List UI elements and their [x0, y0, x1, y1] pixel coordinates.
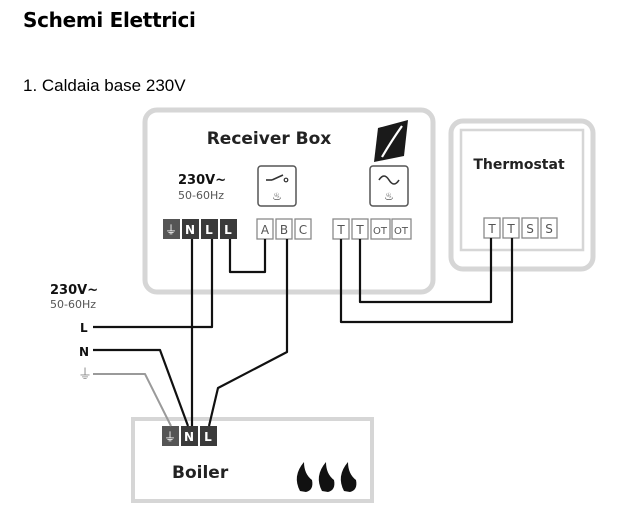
thermostat-title: Thermostat	[473, 157, 565, 173]
svg-text:A: A	[261, 223, 270, 237]
boiler-terminal-n	[181, 426, 198, 446]
boiler-terminal-block: ⏚ N L	[162, 426, 217, 446]
svg-text:L: L	[224, 223, 232, 237]
wire-mains-n	[93, 348, 190, 427]
mains-frequency: 50-60Hz	[50, 298, 96, 311]
relay-switch-icon: ♨	[257, 165, 297, 207]
svg-text:N: N	[184, 430, 194, 444]
svg-text:T: T	[355, 223, 364, 237]
receiver-supply-frequency: 50-60Hz	[178, 189, 224, 202]
receiver-terminal-c	[294, 218, 312, 240]
page-title: Schemi Elettrici	[23, 8, 196, 32]
mains-line-earth: ⏚	[78, 367, 92, 383]
svg-text:B: B	[280, 223, 288, 237]
svg-text:T: T	[336, 223, 345, 237]
wire-t-to-thermostat-t1	[358, 238, 493, 304]
svg-text:♨: ♨	[272, 190, 282, 203]
brand-logo-icon	[374, 120, 408, 162]
mains-voltage: 230V~	[50, 283, 98, 298]
svg-text:S: S	[545, 222, 553, 236]
svg-text:S: S	[526, 222, 534, 236]
receiver-terminal-ot1	[370, 218, 391, 240]
svg-text:L: L	[204, 430, 212, 444]
svg-text:L: L	[205, 223, 213, 237]
mains-line-n: N	[79, 345, 89, 359]
opentherm-icon: ♨	[369, 165, 409, 207]
svg-text:OT: OT	[373, 226, 388, 237]
svg-text:T: T	[487, 222, 496, 236]
thermostat-terminal-s2	[540, 217, 558, 239]
boiler-terminal-earth	[162, 426, 179, 446]
receiver-terminal-l2	[220, 219, 237, 239]
receiver-box-title: Receiver Box	[207, 129, 332, 149]
receiver-terminal-block: ⏚ N L L A B C T T OT OT	[163, 218, 412, 240]
receiver-supply-voltage: 230V~	[178, 173, 226, 188]
svg-text:T: T	[506, 222, 515, 236]
svg-text:OT: OT	[394, 226, 409, 237]
receiver-terminal-l1	[201, 219, 218, 239]
mains-line-l: L	[80, 321, 88, 335]
wiring	[93, 238, 514, 427]
receiver-terminal-b	[275, 218, 293, 240]
svg-text:C: C	[299, 223, 307, 237]
receiver-terminal-earth	[163, 219, 180, 239]
thermostat-terminal-s1	[521, 217, 539, 239]
svg-text:♨: ♨	[384, 190, 394, 203]
svg-text:⏚: ⏚	[165, 223, 177, 237]
wire-t-to-thermostat-t2	[339, 238, 514, 324]
wire-b-to-boiler-l	[207, 239, 289, 427]
wire-mains-l	[93, 239, 214, 329]
wire-earth	[93, 373, 172, 427]
boiler-title: Boiler	[172, 463, 229, 483]
svg-text:N: N	[185, 223, 195, 237]
wire-l-to-a	[228, 239, 267, 274]
receiver-terminal-n	[182, 219, 199, 239]
flame-icon	[296, 462, 357, 492]
receiver-terminal-ot2	[391, 218, 412, 240]
svg-text:⏚: ⏚	[164, 430, 176, 444]
section-heading: 1. Caldaia base 230V	[23, 76, 186, 95]
thermostat-terminal-block: T T S S	[483, 217, 558, 239]
boiler-terminal-l	[200, 426, 217, 446]
